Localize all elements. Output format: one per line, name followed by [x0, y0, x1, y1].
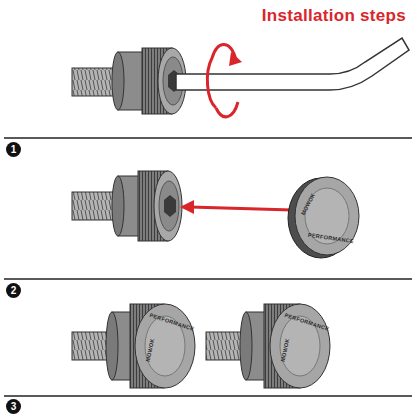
step-number: 3	[6, 399, 21, 414]
cap	[288, 177, 359, 258]
step-number: 2	[6, 283, 21, 298]
insert-arrow	[190, 207, 292, 210]
step2-bolt	[72, 171, 182, 241]
step-number: 1	[6, 142, 21, 157]
step3-bolt-b	[206, 304, 330, 388]
title: Installation steps	[262, 6, 406, 26]
step3-bolt-a	[72, 304, 195, 388]
step1-bolt	[72, 48, 186, 114]
